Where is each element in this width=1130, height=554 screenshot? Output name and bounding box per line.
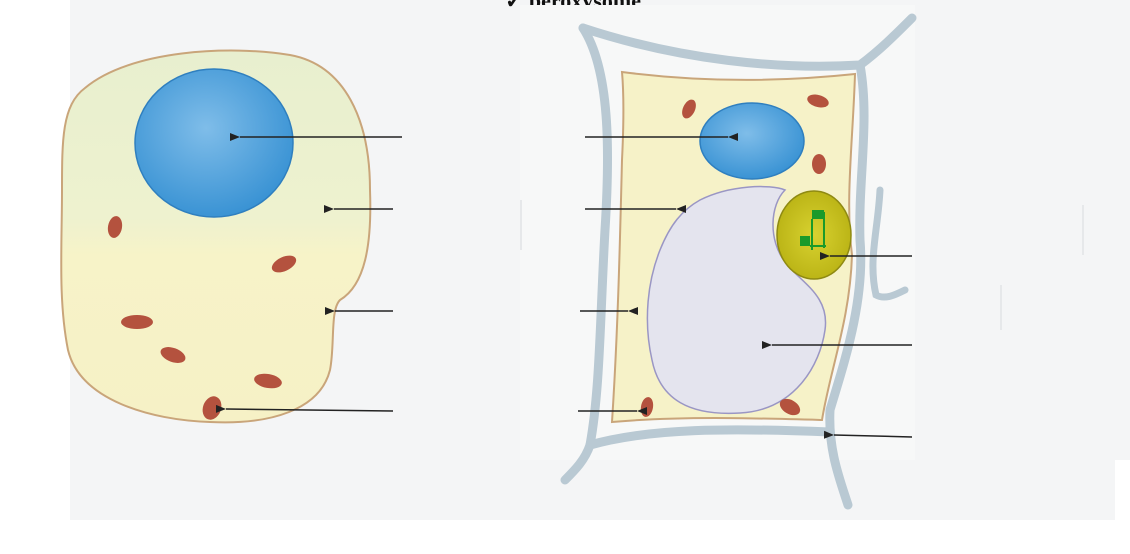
plant-mitochondrion <box>812 154 826 174</box>
label-box-placeholder <box>1000 285 1002 330</box>
animal-cell <box>61 51 402 423</box>
animal-nucleus <box>135 69 293 217</box>
label-box-placeholder <box>520 200 522 250</box>
plant-cell <box>520 5 915 505</box>
plant-nucleus <box>700 103 804 179</box>
plant-chloroplast <box>777 191 851 279</box>
label-area-white <box>1115 460 1130 520</box>
label-box-placeholder <box>1082 205 1084 255</box>
animal-mitochondrion <box>121 315 153 329</box>
